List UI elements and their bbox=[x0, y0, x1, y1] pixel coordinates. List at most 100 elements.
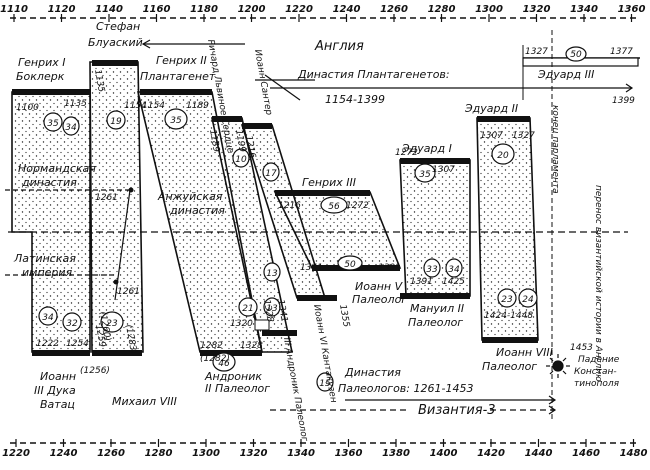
bottom-tick-label: 1380 bbox=[382, 448, 410, 459]
label-n10: 10 bbox=[235, 155, 247, 165]
label-henry3: Генрих III bbox=[302, 176, 356, 189]
top-tick-label: 1300 bbox=[475, 4, 503, 15]
label-fall3: тинополя bbox=[574, 379, 620, 389]
label-y1261: 1261 bbox=[117, 287, 140, 297]
bottom-tick-label: 1260 bbox=[97, 448, 125, 459]
bottom-tick-label: 1240 bbox=[50, 448, 78, 459]
label-paleolog-a: II Палеолог bbox=[205, 382, 270, 395]
label-beauclerc: Боклерк bbox=[16, 70, 65, 83]
label-plantagenet-dynasty: Династия Плантагенетов: bbox=[297, 68, 450, 81]
label-y1328b: 1328 bbox=[261, 299, 275, 324]
label-paleologs: Династия bbox=[344, 366, 401, 379]
label-y1307b: 1307 bbox=[480, 131, 503, 141]
bottom-tick-label: 1280 bbox=[145, 448, 173, 459]
label-y1320: 1320 bbox=[230, 319, 253, 329]
bottom-tick-label: 1420 bbox=[477, 448, 505, 459]
bottom-tick-label: 1440 bbox=[525, 448, 553, 459]
top-tick-label: 1120 bbox=[48, 4, 76, 15]
label-edward3: Эдуард III bbox=[537, 68, 594, 81]
label-norman: Нормандская bbox=[18, 162, 96, 175]
top-tick-label: 1220 bbox=[285, 4, 313, 15]
label-y1259: 1259 bbox=[93, 324, 107, 349]
label-y1307: 1307 bbox=[432, 165, 455, 175]
label-y1282: 1282 bbox=[200, 341, 223, 351]
label-y1254: 1254 bbox=[66, 339, 89, 349]
label-y1327: 1327 bbox=[525, 47, 548, 57]
label-y1328: 1328 bbox=[240, 341, 263, 351]
label-n17: 17 bbox=[265, 169, 277, 179]
circle-rings bbox=[38, 46, 587, 392]
label-y1425: 1425 bbox=[442, 277, 465, 287]
label-year-1399: 1399 bbox=[612, 96, 635, 106]
bottom-tick-label: 1320 bbox=[240, 448, 268, 459]
label-dynasty2: династия bbox=[169, 204, 225, 217]
label-n20: 20 bbox=[497, 151, 509, 161]
label-vatatz: Ватац bbox=[40, 398, 75, 411]
label-y1135b: 1135 bbox=[92, 69, 106, 94]
label-john: Иоанн Сантер bbox=[252, 49, 273, 117]
label-paleolog-c: Палеолог bbox=[408, 316, 463, 329]
label-y1282b: (1282) bbox=[200, 354, 230, 364]
label-y1391b: 1391 bbox=[410, 277, 433, 287]
label-y1216: 1216 bbox=[243, 135, 257, 160]
label-n21: 21 bbox=[242, 304, 253, 314]
label-paleolog-d: Палеолог bbox=[482, 360, 537, 373]
label-edward1: Эдуард I bbox=[401, 142, 452, 155]
label-y1272: 1272 bbox=[395, 148, 418, 158]
bottom-tick-label: 1220 bbox=[2, 448, 30, 459]
label-y1453: 1453 bbox=[570, 343, 593, 353]
label-transfer: перенос византийской истории в Англию bbox=[593, 185, 603, 382]
label-plantagenet: Плантагенет bbox=[140, 70, 216, 83]
bottom-tick-label: 1480 bbox=[620, 448, 648, 459]
label-y1355: 1355 bbox=[337, 304, 351, 329]
label-andronicus3: III Андроник Палеолог bbox=[281, 337, 309, 443]
label-blois: Блуаский bbox=[88, 36, 143, 49]
top-tick-label: 1280 bbox=[428, 4, 456, 15]
top-tick-label: 1140 bbox=[95, 4, 123, 15]
label-n34a: 34 bbox=[65, 123, 77, 133]
sun-icon bbox=[546, 354, 570, 378]
label-y1256: (1256) bbox=[80, 366, 110, 376]
label-n19: 19 bbox=[110, 117, 122, 127]
bottom-tick-label: 1340 bbox=[287, 448, 315, 459]
bottom-tick-label: 1360 bbox=[335, 448, 363, 459]
node-1154 bbox=[128, 187, 134, 193]
label-fall2: Констан- bbox=[574, 367, 617, 377]
label-y1222: 1222 bbox=[36, 339, 59, 349]
label-y1424: 1424-1448 bbox=[484, 311, 533, 321]
label-n24: 24 bbox=[522, 295, 534, 305]
label-n56: 56 bbox=[328, 202, 340, 212]
label-paleologs2: Палеологов: 1261-1453 bbox=[338, 382, 473, 395]
label-byzantium: Византия-3 bbox=[418, 403, 496, 418]
label-n50-top: 50 bbox=[570, 50, 582, 60]
label-y1189b: 1189 bbox=[207, 129, 221, 154]
label-angevin: Анжуйская bbox=[157, 190, 223, 203]
label-n23a: 23 bbox=[501, 295, 513, 305]
label-n35a: 35 bbox=[47, 119, 59, 129]
label-y1135: 1135 bbox=[64, 99, 87, 109]
label-end-parliament: конец парламента bbox=[550, 105, 560, 194]
label-n15: 15 bbox=[319, 379, 331, 389]
label-y1341b: 1341 bbox=[275, 299, 289, 323]
label-fall: Падение bbox=[578, 355, 620, 365]
label-plantagenet-years: 1154-1399 bbox=[325, 93, 385, 106]
label-y1154: 1154 bbox=[124, 101, 147, 111]
label-n32: 32 bbox=[66, 319, 78, 329]
label-n34c: 34 bbox=[42, 313, 54, 323]
label-england: Англия bbox=[314, 39, 364, 54]
label-empire: империя bbox=[22, 266, 73, 279]
label-n34b: 34 bbox=[448, 265, 460, 275]
top-tick-label: 1340 bbox=[570, 4, 598, 15]
label-y1154b: 1154 bbox=[142, 101, 165, 111]
label-ioann8: Иоанн VIII bbox=[496, 346, 553, 359]
top-tick-label: 1360 bbox=[618, 4, 646, 15]
label-henry1: Генрих I bbox=[18, 56, 65, 69]
label-henry2: Генрих II bbox=[156, 54, 207, 67]
top-tick-label: 1320 bbox=[523, 4, 551, 15]
label-n13b: 13 bbox=[266, 304, 278, 314]
label-stephen: Стефан bbox=[96, 20, 140, 33]
label-n23b: 23 bbox=[106, 319, 118, 329]
